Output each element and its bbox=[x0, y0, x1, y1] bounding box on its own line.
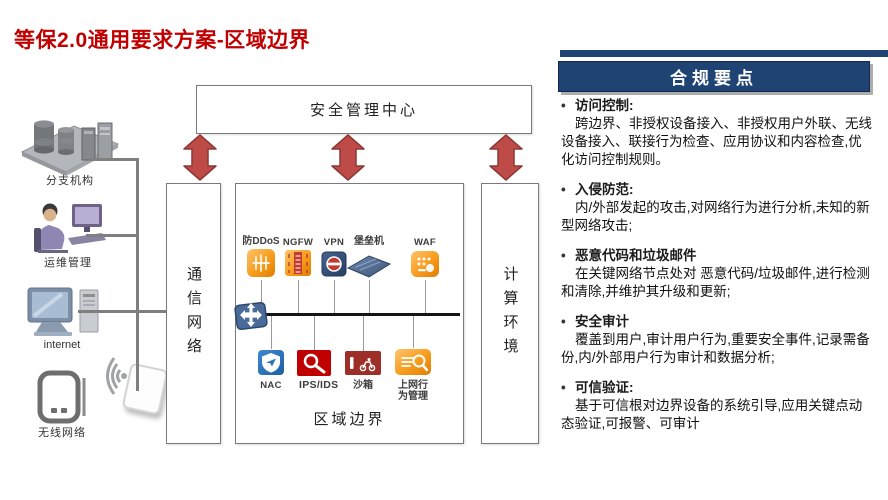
internet-pc-icon bbox=[27, 287, 99, 336]
access-point-icon bbox=[121, 362, 169, 416]
comm-network-label: 通信网络 bbox=[185, 265, 202, 362]
connector-line bbox=[425, 280, 426, 313]
branch-servers-icon bbox=[20, 120, 120, 176]
device-label: 沙箱 bbox=[353, 380, 373, 391]
page-title: 等保2.0通用要求方案-区域边界 bbox=[14, 29, 311, 52]
sandbox-icon bbox=[345, 351, 381, 375]
connector-line bbox=[334, 280, 335, 313]
device-label: VPN bbox=[323, 237, 345, 248]
security-center-box: 安全管理中心 bbox=[196, 85, 532, 134]
connector-line bbox=[90, 158, 138, 161]
connector-line bbox=[363, 316, 364, 351]
connector-line bbox=[271, 316, 272, 349]
anti-ddos-icon bbox=[247, 249, 275, 277]
zone-boundary-box: 防DDoS NGFW VPN 堡垒机 WAF bbox=[234, 183, 464, 444]
device-label: 防DDoS bbox=[242, 236, 280, 247]
connector-line bbox=[136, 158, 139, 391]
connector-line bbox=[314, 316, 315, 350]
item-heading: 访问控制: bbox=[575, 98, 634, 113]
device-label: 上网行为管理 bbox=[398, 380, 428, 402]
item-body: 跨边界、非授权设备接入、非授权用户外联、无线设备接入、联接行为检查、应用协议和内… bbox=[561, 116, 872, 167]
bullet-icon: • bbox=[561, 98, 566, 113]
router-icon bbox=[234, 301, 268, 331]
bullet-icon: • bbox=[561, 182, 566, 197]
ops-admin-icon bbox=[34, 203, 106, 253]
connector-line bbox=[298, 280, 299, 313]
item-heading: 可信验证: bbox=[575, 380, 634, 395]
compliance-item: • 入侵防范: 内/外部发起的攻击,对网络行为进行分析,未知的新型网络攻击; bbox=[561, 181, 873, 235]
item-heading: 安全审计 bbox=[575, 314, 629, 329]
double-arrow-icon bbox=[489, 134, 523, 181]
connector-line bbox=[78, 310, 166, 313]
compute-env-label: 计算环境 bbox=[501, 265, 519, 362]
device-label: NGFW bbox=[282, 237, 314, 248]
node-label-wireless: 无线网络 bbox=[38, 427, 86, 439]
waf-icon bbox=[411, 251, 439, 277]
node-label-ops: 运维管理 bbox=[44, 257, 92, 269]
item-body: 基于可信根对边界设备的系统引导,应用关键点动态验证,可报警、可审计 bbox=[561, 398, 863, 431]
security-center-label: 安全管理中心 bbox=[309, 102, 418, 119]
item-heading: 恶意代码和垃圾邮件 bbox=[575, 248, 697, 263]
bullet-icon: • bbox=[561, 248, 566, 263]
compliance-item: • 可信验证: 基于可信根对边界设备的系统引导,应用关键点动态验证,可报警、可审计 bbox=[561, 379, 873, 433]
compliance-header: 合规要点 bbox=[558, 61, 870, 92]
connector-line bbox=[413, 316, 414, 348]
behavior-mgmt-icon bbox=[395, 349, 431, 375]
double-arrow-icon bbox=[183, 134, 217, 181]
compliance-list: • 访问控制: 跨边界、非授权设备接入、非授权用户外联、无线设备接入、联接行为检查… bbox=[561, 97, 873, 445]
panel-topbar bbox=[560, 50, 888, 57]
device-label: IPS/IDS bbox=[299, 379, 339, 391]
connector-line bbox=[86, 234, 139, 237]
item-body: 覆盖到用户,审计用户行为,重要安全事件,记录需备份,内/外部用户行为审计和数据分… bbox=[561, 332, 870, 365]
mobile-phone-icon bbox=[37, 370, 86, 424]
zone-boundary-label: 区域边界 bbox=[313, 411, 386, 428]
compliance-item: • 安全审计 覆盖到用户,审计用户行为,重要安全事件,记录需备份,内/外部用户行为… bbox=[561, 313, 873, 367]
item-heading: 入侵防范: bbox=[575, 182, 634, 197]
item-body: 在关键网络节点处对 恶意代码/垃圾邮件,进行检测和清除,并维护其升级和更新; bbox=[561, 266, 870, 299]
bullet-icon: • bbox=[561, 314, 566, 329]
device-label: NAC bbox=[260, 380, 282, 391]
compute-env-box: 计算环境 bbox=[481, 183, 539, 444]
compliance-header-label: 合规要点 bbox=[670, 69, 758, 88]
nac-icon bbox=[258, 350, 284, 375]
double-arrow-icon bbox=[331, 134, 365, 181]
connector-line bbox=[369, 280, 370, 313]
node-label-branch: 分支机构 bbox=[46, 175, 94, 187]
ips-ids-icon bbox=[297, 350, 331, 376]
device-label: 堡垒机 bbox=[354, 236, 384, 247]
device-label: WAF bbox=[413, 237, 436, 248]
bullet-icon: • bbox=[561, 380, 566, 395]
comm-network-box: 通信网络 bbox=[166, 183, 221, 444]
wifi-waves-icon bbox=[106, 357, 127, 395]
connector-line bbox=[261, 280, 262, 313]
item-body: 内/外部发起的攻击,对网络行为进行分析,未知的新型网络攻击; bbox=[561, 200, 870, 233]
ngfw-icon bbox=[285, 250, 311, 276]
bastion-icon bbox=[346, 255, 392, 278]
compliance-item: • 访问控制: 跨边界、非授权设备接入、非授权用户外联、无线设备接入、联接行为检查… bbox=[561, 97, 873, 169]
compliance-item: • 恶意代码和垃圾邮件 在关键网络节点处对 恶意代码/垃圾邮件,进行检测和清除,并… bbox=[561, 247, 873, 301]
bus-line bbox=[250, 313, 460, 316]
node-label-internet: internet bbox=[43, 339, 81, 351]
vpn-icon bbox=[321, 251, 347, 277]
